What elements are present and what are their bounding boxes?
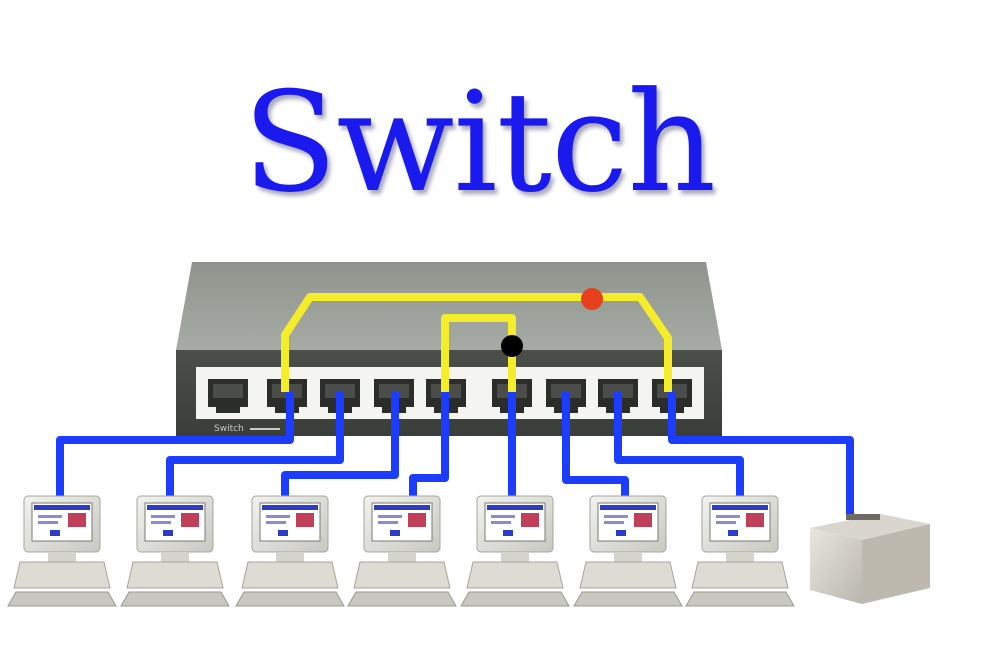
cable-1 bbox=[56, 392, 294, 498]
switch-brand-label: Switch bbox=[214, 424, 244, 434]
junction-dot bbox=[501, 335, 523, 357]
cable-7 bbox=[614, 392, 744, 498]
cable-6 bbox=[562, 392, 629, 498]
computer-icon bbox=[235, 495, 345, 607]
switch-top-panel bbox=[176, 262, 722, 350]
printer-front bbox=[810, 528, 862, 604]
computer-icon bbox=[7, 495, 117, 607]
computer-icon bbox=[460, 495, 570, 607]
computer-icon bbox=[347, 495, 457, 607]
printer-paper-slot bbox=[846, 514, 880, 520]
diagram-title: Switch bbox=[242, 62, 716, 223]
computer-icon bbox=[120, 495, 230, 607]
ethernet-port bbox=[208, 379, 248, 413]
cable-3 bbox=[281, 392, 399, 498]
cable-2 bbox=[166, 392, 344, 498]
cable-4 bbox=[409, 392, 449, 498]
computers bbox=[7, 495, 795, 607]
cable-8 bbox=[668, 392, 854, 520]
printer-top bbox=[810, 514, 930, 540]
active-path-outer bbox=[281, 293, 672, 392]
signal-dot bbox=[581, 288, 603, 310]
computer-icon bbox=[573, 495, 683, 607]
computer-icon bbox=[685, 495, 795, 607]
network-cables bbox=[56, 392, 854, 520]
printer-side bbox=[862, 524, 930, 604]
printer-icon bbox=[810, 514, 930, 604]
